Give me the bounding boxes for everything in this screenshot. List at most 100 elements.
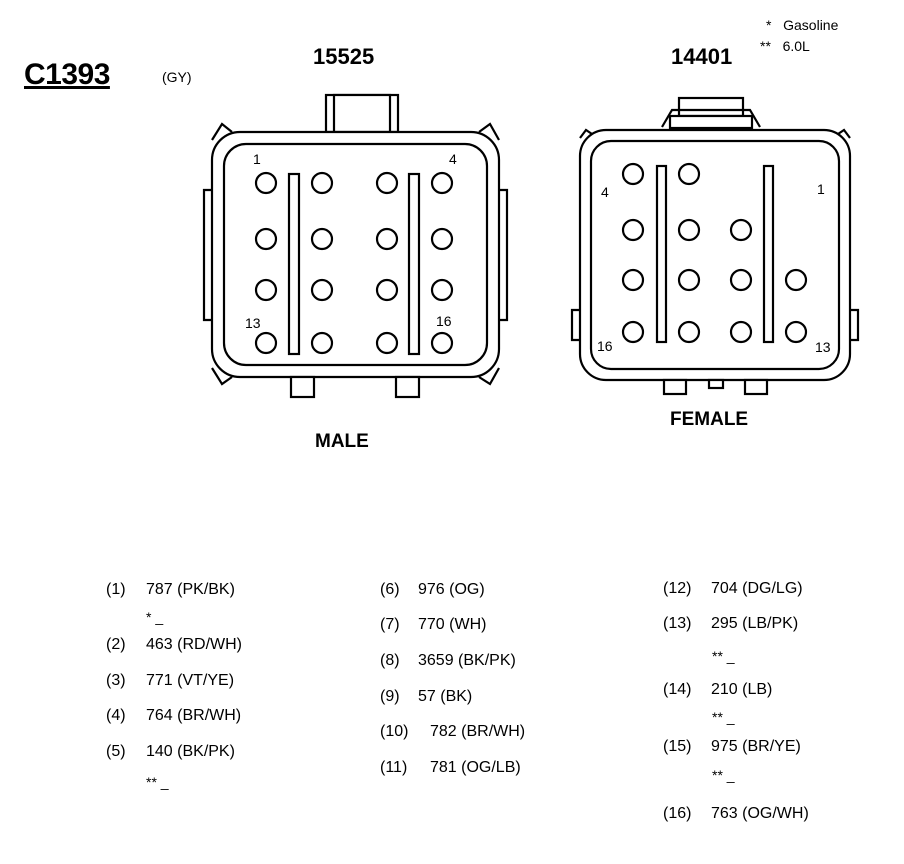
female-pin-label-13: 13	[815, 339, 831, 355]
pin-circuit: 295 (LB/PK)	[711, 615, 799, 632]
male-pin-label-1: 1	[253, 151, 261, 167]
pin-number: (4)	[106, 707, 126, 724]
pin-circuit: 771 (VT/YE)	[146, 672, 235, 689]
pin-cavity	[430, 278, 454, 302]
pin-note: ** _	[712, 648, 735, 664]
pin-cavity	[784, 320, 808, 344]
pinout-row-15: (15) 975 (BR/YE)	[663, 738, 801, 756]
male-pin-label-16: 16	[436, 313, 452, 329]
pin-cavity	[621, 218, 645, 242]
pin-cavity	[310, 227, 334, 251]
pin-cavity	[729, 320, 753, 344]
pin-circuit: 787 (PK/BK)	[146, 581, 235, 598]
pinout-row-5: (5)140 (BK/PK)	[106, 743, 235, 761]
pin-note: ** _	[146, 774, 169, 790]
pin-circuit: 975 (BR/YE)	[711, 738, 801, 755]
pin-circuit: 210 (LB)	[711, 681, 773, 698]
pin-number: (11)	[380, 759, 408, 776]
male-pin-cavities	[254, 171, 454, 355]
pin-cavity	[621, 320, 645, 344]
pin-cavity	[677, 320, 701, 344]
pin-number: (10)	[380, 723, 409, 740]
pinout-row-14: (14) 210 (LB)	[663, 681, 772, 699]
pin-cavity	[729, 268, 753, 292]
male-connector-face	[202, 93, 509, 399]
pin-cavity	[310, 331, 334, 355]
pinout-row-2: (2) 463 (RD/WH)	[106, 636, 242, 654]
pin-cavity	[430, 227, 454, 251]
legend-symbol: **	[760, 38, 771, 54]
female-pin-label-16: 16	[597, 338, 613, 354]
pinout-row-1: (1)787 (PK/BK)	[106, 581, 235, 599]
pin-number: (16)	[663, 805, 692, 822]
pin-cavity	[621, 162, 645, 186]
pin-cavity	[375, 171, 399, 195]
legend-text: 6.0L	[782, 38, 810, 54]
pinout-row-11: (11) 781 (OG/LB)	[380, 759, 521, 777]
pin-circuit: 770 (WH)	[418, 616, 487, 633]
pinout-row-16: (16)763 (OG/WH)	[663, 805, 809, 823]
pin-circuit: 782 (BR/WH)	[430, 723, 526, 740]
pin-cavity	[310, 171, 334, 195]
pin-number: (13)	[663, 615, 692, 632]
pin-number: (12)	[663, 580, 692, 597]
pin-number: (15)	[663, 738, 692, 755]
female-label: FEMALE	[670, 409, 749, 430]
pin-cavity	[430, 171, 454, 195]
pinout-row-7: (7) 770 (WH)	[380, 616, 486, 634]
pin-number: (14)	[663, 681, 692, 698]
pin-cavity	[677, 268, 701, 292]
pin-cavity	[375, 278, 399, 302]
pin-cavity	[784, 268, 808, 292]
legend-gasoline: * Gasoline	[766, 17, 838, 33]
pinout-row-9: (9) 57 (BK)	[380, 688, 472, 706]
pinout-row-8: (8) 3659 (BK/PK)	[380, 652, 516, 670]
pin-cavity	[375, 331, 399, 355]
male-pin-label-4: 4	[449, 151, 457, 167]
pinout-row-6: (6) 976 (OG)	[380, 581, 485, 599]
pin-number: (2)	[106, 636, 126, 653]
pin-number: (3)	[106, 672, 126, 689]
female-pin-label-4: 4	[601, 184, 609, 200]
pin-circuit: 463 (RD/WH)	[146, 636, 243, 653]
pinout-row-12: (12) 704 (DG/LG)	[663, 580, 803, 598]
pinout-row-3: (3) 771 (VT/YE)	[106, 672, 234, 690]
pin-note: ** _	[712, 709, 735, 725]
pin-cavity	[677, 162, 701, 186]
female-connector-face	[570, 96, 860, 396]
pin-number: (6)	[380, 581, 400, 598]
pin-circuit: 976 (OG)	[418, 581, 485, 598]
pin-circuit: 704 (DG/LG)	[711, 580, 803, 597]
pin-number: (5)	[106, 743, 126, 760]
pin-cavity	[310, 278, 334, 302]
pin-cavity	[254, 171, 278, 195]
pin-number: (8)	[380, 652, 400, 669]
pin-circuit: 57 (BK)	[418, 688, 473, 705]
legend-engine: ** 6.0L	[760, 38, 810, 54]
male-pin-label-13: 13	[245, 315, 261, 331]
pin-circuit: 764 (BR/WH)	[146, 707, 242, 724]
pin-circuit: 781 (OG/LB)	[430, 759, 521, 776]
female-pin-label-1: 1	[817, 181, 825, 197]
connector-id: C1393	[24, 58, 110, 91]
pin-circuit: 3659 (BK/PK)	[418, 652, 516, 669]
pinout-row-4: (4) 764 (BR/WH)	[106, 707, 241, 725]
legend-text: Gasoline	[783, 17, 839, 33]
legend-symbol: *	[766, 17, 772, 33]
pin-number: (9)	[380, 688, 400, 705]
male-label: MALE	[315, 431, 369, 452]
pin-cavity	[729, 218, 753, 242]
female-part-number: 14401	[671, 44, 733, 69]
pin-note: * _	[146, 609, 164, 625]
pin-cavity	[375, 227, 399, 251]
pin-cavity	[254, 278, 278, 302]
pin-cavity	[677, 218, 701, 242]
pin-note: ** _	[712, 767, 735, 783]
pinout-row-13: (13) 295 (LB/PK)	[663, 615, 798, 633]
connector-color-code: (GY)	[162, 69, 192, 85]
pinout-row-10: (10) 782 (BR/WH)	[380, 723, 525, 741]
pin-cavity	[254, 331, 278, 355]
pin-cavity	[254, 227, 278, 251]
pin-number: (7)	[380, 616, 400, 633]
